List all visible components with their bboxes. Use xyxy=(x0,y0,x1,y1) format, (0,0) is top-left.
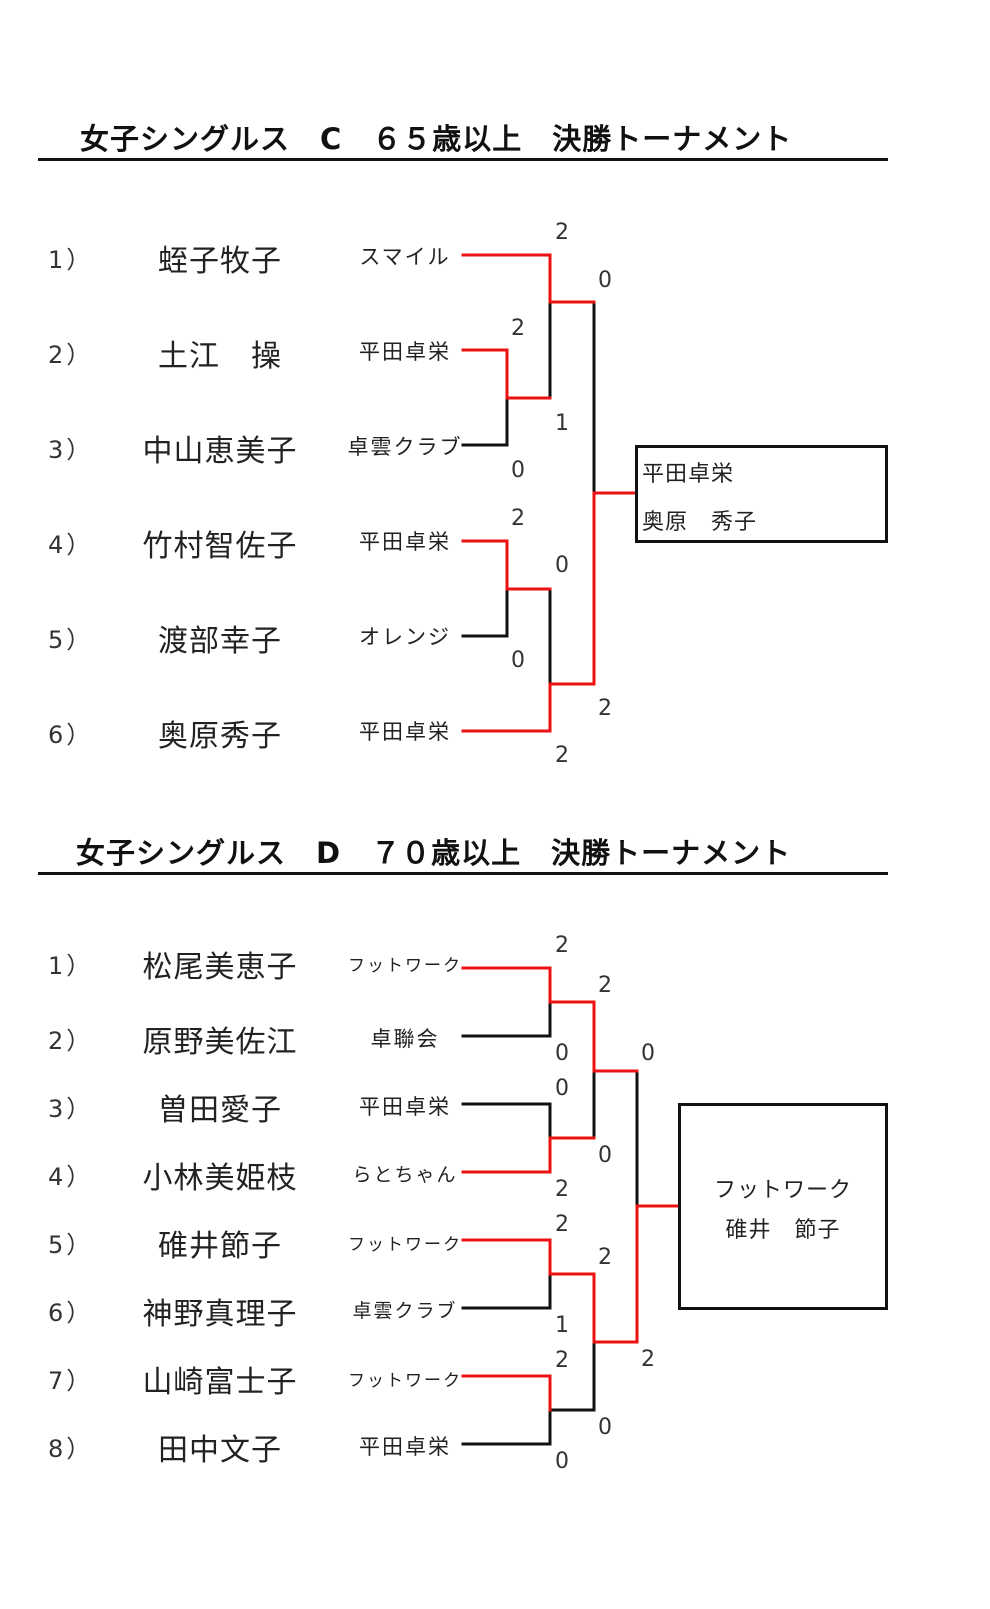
c-winner-box xyxy=(635,445,888,543)
d-score: 0 xyxy=(555,1449,569,1474)
c-bracket-line xyxy=(461,587,509,638)
c-score: 2 xyxy=(511,316,525,341)
d-player-8-name: 田中文子 xyxy=(158,1433,282,1468)
c-bracket-win-line xyxy=(461,348,552,400)
c-seed-2: 2） xyxy=(48,341,94,369)
c-bracket-win-line xyxy=(461,253,596,304)
c-score: 1 xyxy=(555,411,569,436)
c-score: 2 xyxy=(555,220,569,245)
d-seed-1: 1） xyxy=(48,952,94,980)
d-bracket-line xyxy=(461,1102,552,1140)
c-player-6-name: 奥原秀子 xyxy=(158,719,282,754)
c-bracket-win-line xyxy=(461,491,638,733)
d-bracket-win-line xyxy=(461,1204,681,1344)
d-bracket-win-line xyxy=(461,966,639,1073)
d-bracket-line xyxy=(461,1272,552,1310)
d-score: 2 xyxy=(641,1347,655,1372)
d-seed-8: 8） xyxy=(48,1435,94,1463)
c-seed-3: 3） xyxy=(48,436,94,464)
c-player-4-club: 平田卓栄 xyxy=(359,530,451,554)
c-score: 2 xyxy=(511,506,525,531)
c-player-4-name: 竹村智佐子 xyxy=(142,529,298,564)
d-player-3-name: 曽田愛子 xyxy=(158,1093,282,1128)
c-score: 0 xyxy=(598,268,612,293)
d-player-2-club: 卓聯会 xyxy=(370,1027,440,1051)
d-score: 0 xyxy=(598,1143,612,1168)
section-c-rule xyxy=(38,158,888,161)
c-player-5-name: 渡部幸子 xyxy=(158,624,282,659)
c-score: 0 xyxy=(511,648,525,673)
d-winner-box xyxy=(678,1103,888,1310)
d-player-4-name: 小林美姫枝 xyxy=(142,1161,298,1196)
d-bracket-win-line xyxy=(461,1136,596,1174)
c-seed-5: 5） xyxy=(48,626,94,654)
d-seed-7: 7） xyxy=(48,1367,94,1395)
d-score: 2 xyxy=(555,1348,569,1373)
d-seed-5: 5） xyxy=(48,1231,94,1259)
c-seed-6: 6） xyxy=(48,721,94,749)
d-score: 2 xyxy=(555,1212,569,1237)
d-player-3-club: 平田卓栄 xyxy=(359,1095,451,1119)
c-seed-1: 1） xyxy=(48,246,94,274)
c-score: 0 xyxy=(555,553,569,578)
c-player-5-club: オレンジ xyxy=(359,625,451,649)
d-score: 0 xyxy=(598,1415,612,1440)
d-score: 1 xyxy=(555,1313,569,1338)
c-seed-4: 4） xyxy=(48,531,94,559)
c-player-1-name: 蛭子牧子 xyxy=(158,244,282,279)
d-player-6-club: 卓雲クラブ xyxy=(352,1300,458,1322)
d-player-6-name: 神野真理子 xyxy=(142,1297,298,1332)
d-bracket-line xyxy=(461,1000,552,1038)
section-d-title: 女子シングルス D ７０歳以上 決勝トーナメント xyxy=(76,836,792,870)
d-bracket-win-line xyxy=(461,1374,552,1412)
d-player-5-name: 碓井節子 xyxy=(158,1229,282,1264)
d-seed-6: 6） xyxy=(48,1299,94,1327)
d-score: 0 xyxy=(555,1041,569,1066)
d-player-1-club: フットワーク xyxy=(348,956,462,976)
d-bracket-line xyxy=(461,1340,596,1446)
c-player-2-club: 平田卓栄 xyxy=(359,340,451,364)
d-score: 2 xyxy=(598,1245,612,1270)
d-player-1-name: 松尾美恵子 xyxy=(142,950,298,985)
section-d-rule xyxy=(38,872,888,875)
c-score: 0 xyxy=(511,458,525,483)
c-winner-name: 奥原 秀子 xyxy=(642,510,758,535)
c-bracket-win-line xyxy=(461,539,552,591)
c-score: 2 xyxy=(555,743,569,768)
d-seed-3: 3） xyxy=(48,1095,94,1123)
c-score: 2 xyxy=(598,696,612,721)
c-player-1-club: スマイル xyxy=(359,245,451,269)
d-score: 2 xyxy=(598,973,612,998)
c-player-3-club: 卓雲クラブ xyxy=(347,435,463,459)
d-seed-2: 2） xyxy=(48,1027,94,1055)
d-player-5-club: フットワーク xyxy=(348,1235,462,1255)
section-c-title: 女子シングルス C ６５歳以上 決勝トーナメント xyxy=(80,122,793,156)
d-player-2-name: 原野美佐江 xyxy=(142,1025,298,1060)
d-player-7-name: 山崎富士子 xyxy=(142,1365,298,1400)
c-player-6-club: 平田卓栄 xyxy=(359,720,451,744)
d-score: 2 xyxy=(555,933,569,958)
d-winner-name: 碓井 節子 xyxy=(725,1218,841,1243)
d-score: 0 xyxy=(555,1076,569,1101)
c-bracket-line xyxy=(461,396,509,447)
d-seed-4: 4） xyxy=(48,1163,94,1191)
d-score: 2 xyxy=(555,1177,569,1202)
c-winner-club: 平田卓栄 xyxy=(642,462,735,487)
d-score: 0 xyxy=(641,1041,655,1066)
c-player-3-name: 中山恵美子 xyxy=(142,434,298,469)
d-player-7-club: フットワーク xyxy=(348,1371,462,1391)
d-player-8-club: 平田卓栄 xyxy=(359,1435,451,1459)
d-player-4-club: らとちゃん xyxy=(352,1164,458,1186)
c-player-2-name: 土江 操 xyxy=(158,339,282,374)
d-winner-club: フットワーク xyxy=(713,1178,852,1203)
